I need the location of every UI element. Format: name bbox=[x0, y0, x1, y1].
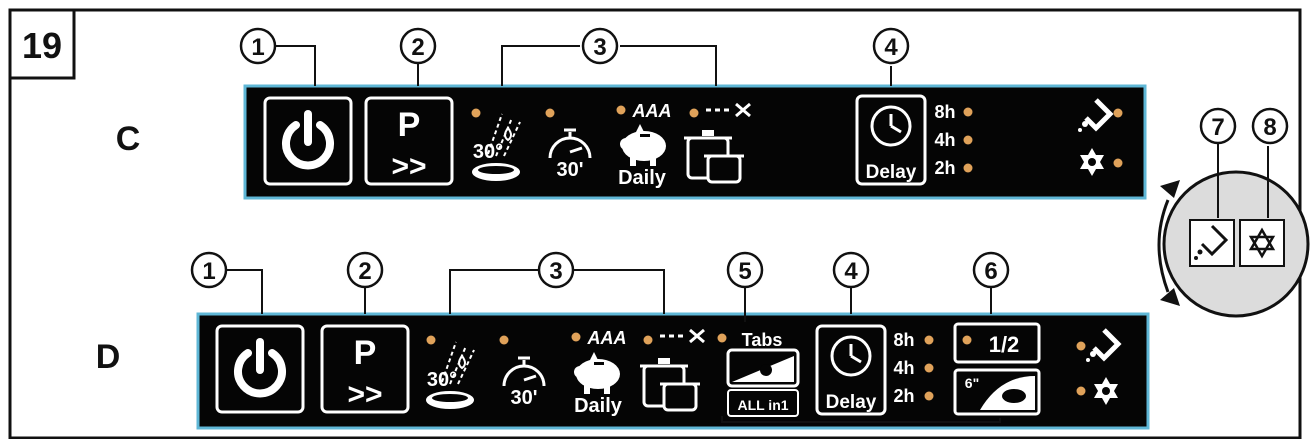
callout-2-c: 2 bbox=[399, 27, 437, 65]
svg-text:4: 4 bbox=[844, 258, 858, 285]
callout-3-d: 3 bbox=[537, 251, 575, 289]
panel-label-d: D bbox=[96, 338, 121, 376]
eco-label: Daily bbox=[618, 167, 667, 189]
svg-text:6: 6 bbox=[984, 258, 997, 285]
program-arrows: >> bbox=[391, 150, 426, 183]
half-load-size: 6" bbox=[965, 375, 979, 391]
figure-number: 19 bbox=[22, 25, 62, 66]
delay-4h: 4h bbox=[893, 358, 914, 378]
clock-icon[interactable] bbox=[815, 324, 887, 416]
callout-2-d: 2 bbox=[346, 251, 384, 289]
panel-c: P >> 30° 30' AAA Daily Delay 8h 4h 2h bbox=[243, 84, 1147, 200]
program-arrows: >> bbox=[347, 378, 382, 411]
tabs-title: Tabs bbox=[742, 330, 783, 350]
delay-8h: 8h bbox=[893, 330, 914, 350]
eco-rating: AAA bbox=[632, 101, 672, 121]
svg-text:8: 8 bbox=[1263, 114, 1276, 141]
svg-text:1: 1 bbox=[251, 34, 264, 61]
callout-4-c: 4 bbox=[872, 27, 910, 65]
svg-text:4: 4 bbox=[884, 34, 898, 61]
svg-text:7: 7 bbox=[1211, 114, 1224, 141]
svg-text:3: 3 bbox=[593, 34, 606, 61]
callout-6-d: 6 bbox=[972, 251, 1010, 289]
tabs-allin1: ALL in1 bbox=[737, 397, 788, 413]
callouts-d bbox=[226, 269, 1001, 423]
zoom-detail bbox=[1157, 142, 1310, 318]
rinse-aid-icon bbox=[1189, 219, 1235, 267]
callout-5-d: 5 bbox=[726, 251, 764, 289]
callouts-c bbox=[275, 45, 892, 86]
delay-2h: 2h bbox=[893, 386, 914, 406]
half-load-icon[interactable] bbox=[953, 322, 1041, 416]
prewash-degrees: 30° bbox=[473, 141, 503, 163]
delay-2h: 2h bbox=[934, 158, 955, 178]
half-load-label: 1/2 bbox=[989, 332, 1020, 357]
callout-8: 8 bbox=[1251, 107, 1289, 145]
callout-1-d: 1 bbox=[190, 251, 228, 289]
callout-7: 7 bbox=[1199, 107, 1237, 145]
eco-rating: AAA bbox=[587, 328, 627, 348]
program-letter: P bbox=[354, 334, 377, 372]
quick-wash-time: 30' bbox=[510, 387, 537, 409]
quick-wash-time: 30' bbox=[556, 159, 583, 181]
prewash-degrees: 30° bbox=[427, 369, 457, 391]
delay-8h: 8h bbox=[934, 102, 955, 122]
callout-4-d: 4 bbox=[832, 251, 870, 289]
program-letter: P bbox=[398, 106, 421, 144]
svg-text:2: 2 bbox=[358, 258, 371, 285]
svg-text:2: 2 bbox=[411, 34, 424, 61]
svg-text:1: 1 bbox=[202, 258, 215, 285]
svg-text:3: 3 bbox=[549, 258, 562, 285]
callout-1-c: 1 bbox=[239, 27, 277, 65]
eco-label: Daily bbox=[574, 395, 623, 417]
callout-3-c: 3 bbox=[581, 27, 619, 65]
tabs-icon[interactable] bbox=[726, 348, 800, 417]
panel-d: P >> 30° 30' AAA Daily Tabs ALL in1 Dela… bbox=[196, 312, 1150, 430]
delay-4h: 4h bbox=[934, 130, 955, 150]
figure-number-box bbox=[8, 8, 76, 80]
svg-text:5: 5 bbox=[738, 258, 751, 285]
panel-label-c: C bbox=[116, 120, 141, 158]
delay-label: Delay bbox=[866, 162, 917, 183]
delay-label: Delay bbox=[826, 392, 877, 413]
clock-icon[interactable] bbox=[855, 94, 927, 186]
salt-icon bbox=[1239, 219, 1285, 267]
